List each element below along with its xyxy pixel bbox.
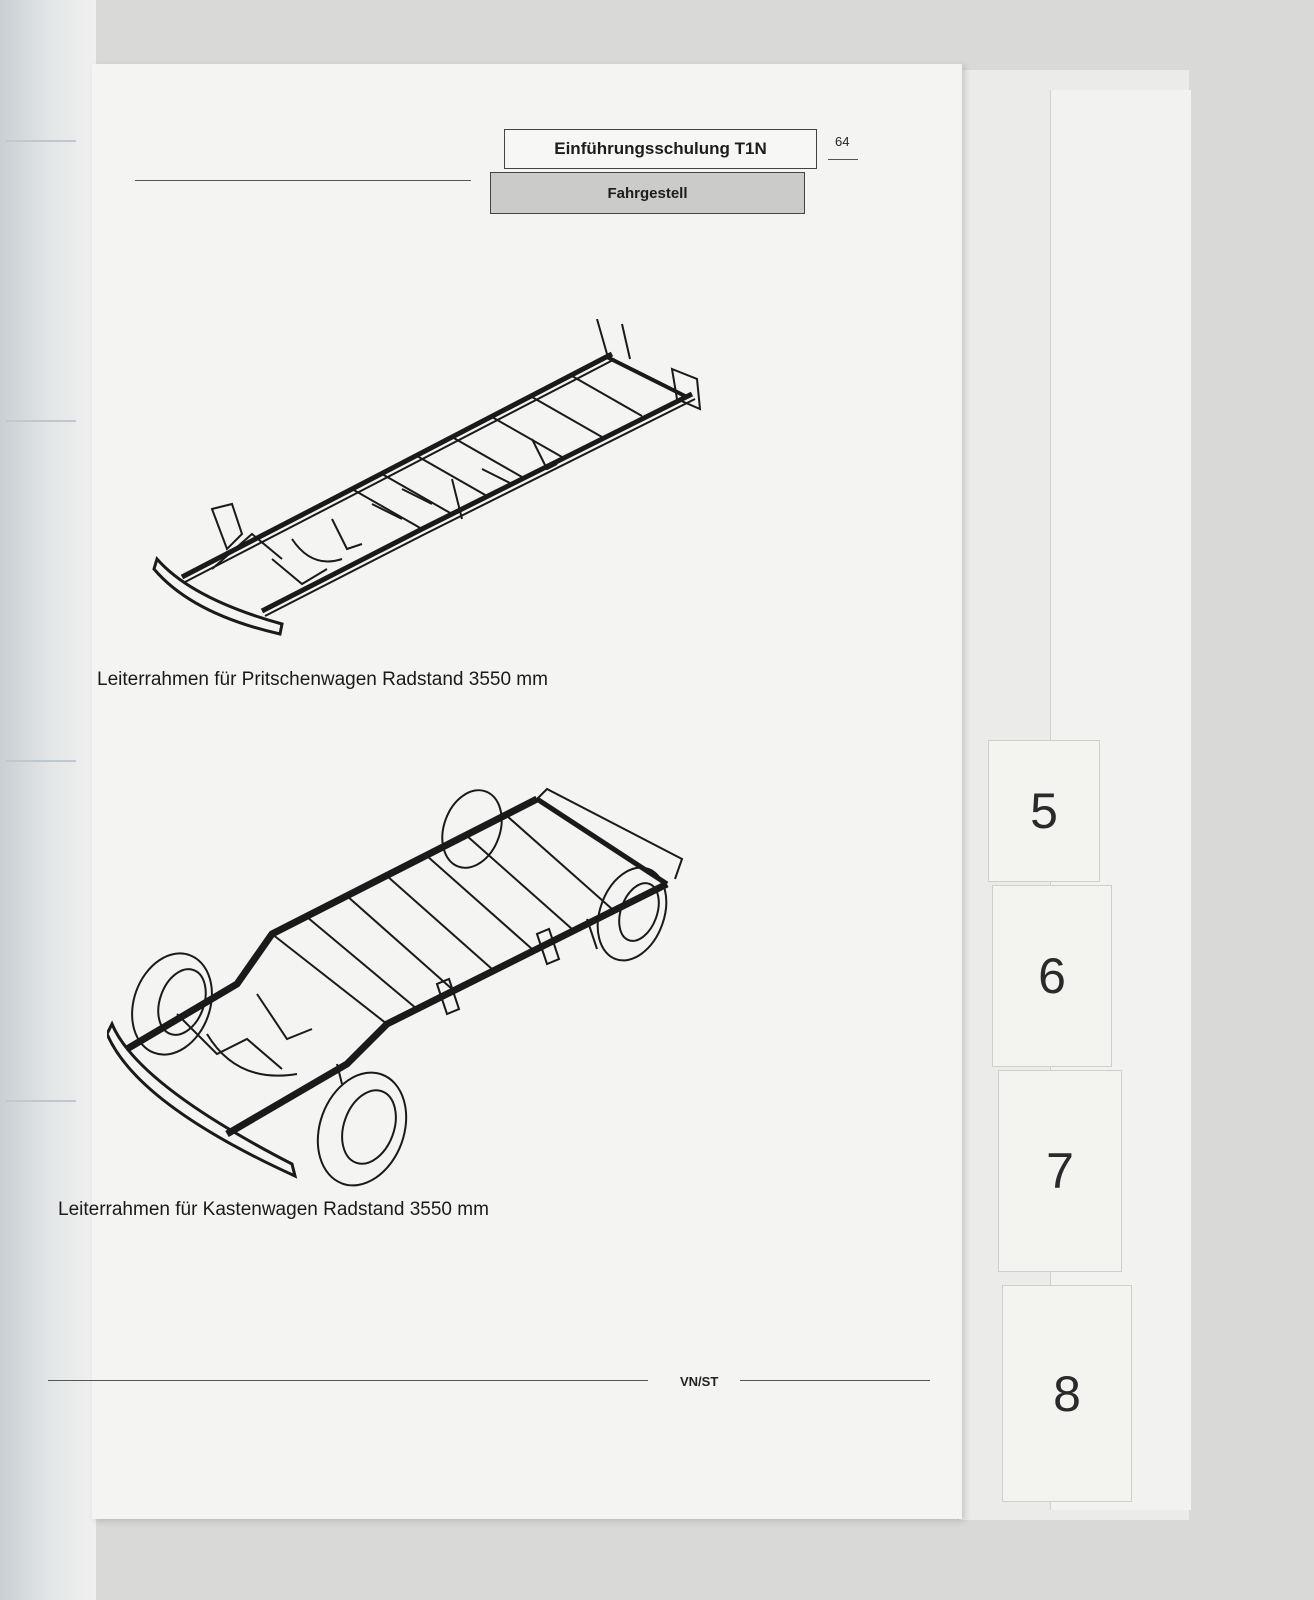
footer-text: VN/ST (680, 1374, 719, 1389)
page-edge-line (6, 1100, 76, 1102)
register-tab-5[interactable]: 5 (988, 740, 1100, 882)
tab-label: 8 (1053, 1365, 1081, 1422)
document-title: Einführungsschulung T1N (504, 129, 817, 169)
tab-label: 6 (1038, 948, 1066, 1004)
page-number: 64 (835, 134, 850, 149)
page-edge-line (6, 420, 76, 422)
register-tab-7[interactable]: 7 (998, 1070, 1122, 1272)
header-rule (135, 180, 471, 181)
page-edge-line (6, 140, 76, 142)
footer-rule-right (740, 1380, 930, 1381)
document-page: Einführungsschulung T1N Fahrgestell 64 (48, 64, 962, 1519)
page-edge-line (6, 760, 76, 762)
left-facing-page (0, 0, 96, 1600)
ladder-frame-flatbed-illustration (152, 319, 702, 636)
ladder-frame-van-illustration (107, 787, 684, 1187)
tab-label: 5 (1030, 783, 1058, 839)
figure-caption-flatbed: Leiterrahmen für Pritschenwagen Radstand… (97, 669, 548, 690)
page-number-rule (828, 159, 858, 160)
tab-label: 7 (1046, 1143, 1074, 1199)
section-title: Fahrgestell (490, 172, 805, 214)
register-tab-8[interactable]: 8 (1002, 1285, 1132, 1502)
register-tab-6[interactable]: 6 (992, 885, 1112, 1067)
footer-rule-left (48, 1380, 648, 1381)
figure-caption-van: Leiterrahmen für Kastenwagen Radstand 35… (58, 1199, 489, 1220)
